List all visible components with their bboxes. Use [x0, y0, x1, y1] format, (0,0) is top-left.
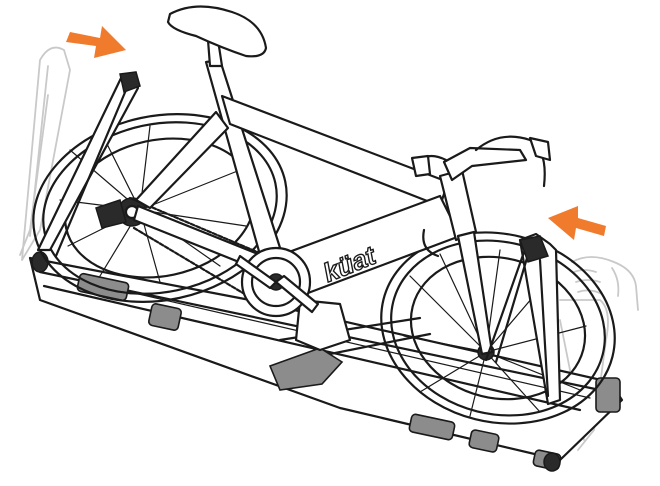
arrow-right-icon	[66, 26, 126, 58]
rear-tray-arm[interactable]	[36, 71, 141, 258]
hand-icon	[571, 256, 639, 311]
arrow-left-icon	[548, 206, 606, 240]
handlebar	[410, 135, 552, 258]
saddle	[166, 5, 268, 68]
front-tray-arm[interactable]	[484, 232, 562, 406]
crankset	[234, 246, 320, 318]
ghost-tray-arm-left	[19, 46, 71, 261]
